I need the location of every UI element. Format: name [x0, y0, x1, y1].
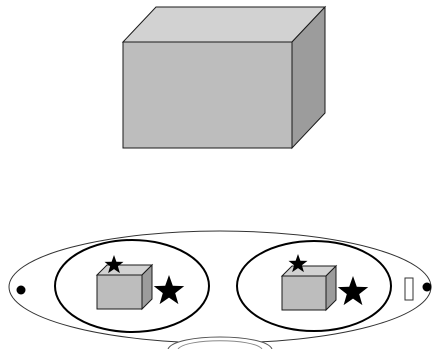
large-box-front-face — [122, 41, 293, 149]
left-large-star-icon — [153, 275, 185, 305]
large-box-icon — [121, 5, 327, 150]
left-small-star-icon — [104, 255, 124, 274]
large-box-top-face — [121, 6, 327, 43]
slot-icon — [404, 277, 414, 301]
left-compartment — [54, 239, 210, 333]
right-compartment — [236, 240, 392, 332]
tray-handle — [167, 336, 273, 349]
tray-handle-inner — [177, 340, 263, 349]
right-large-star-icon — [337, 276, 369, 306]
left-dot-icon — [16, 285, 26, 295]
right-small-star-icon — [288, 254, 308, 273]
right-dot-icon — [422, 282, 432, 292]
right-small-box-icon — [280, 264, 338, 312]
left-small-box-icon — [95, 263, 154, 311]
